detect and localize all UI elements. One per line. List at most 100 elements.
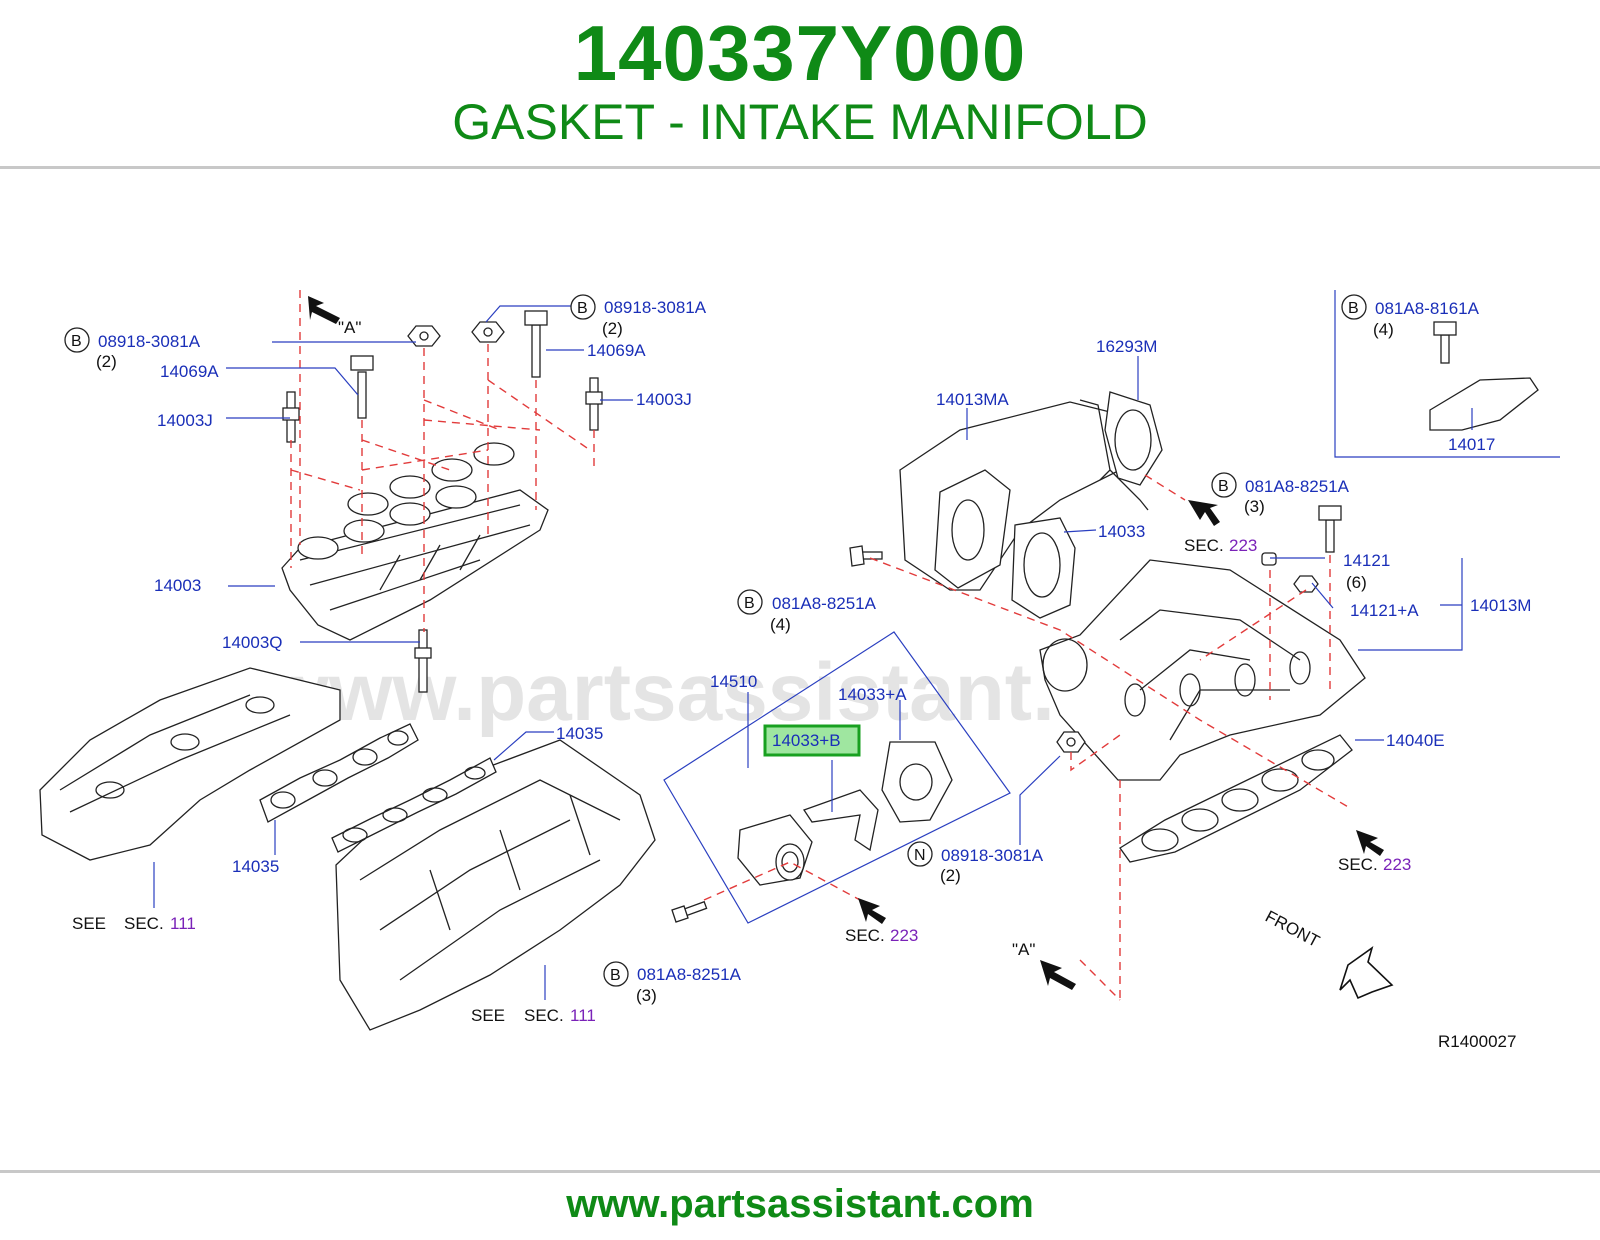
leader-lines	[153, 305, 1473, 1000]
gasket-14040E	[1119, 734, 1353, 863]
view-a-arrow-top	[308, 296, 340, 324]
throttle-body	[737, 814, 813, 886]
left-cylinder-head	[39, 667, 341, 861]
gasket-14033A	[881, 741, 953, 823]
figure-code: R1400027	[1438, 1032, 1516, 1051]
intake-collector-14013MA	[899, 399, 1149, 591]
bolt-14069A-right	[524, 310, 548, 378]
nut-08918-N	[1056, 731, 1086, 753]
gasket-16293M	[1104, 391, 1163, 486]
callout-16293M: 16293M	[1096, 337, 1157, 356]
footer-website: www.partsassistant.com	[566, 1182, 1034, 1226]
arrow-sec223-right	[1356, 830, 1384, 856]
see-sec111-left: SEE SEC. 111	[72, 914, 196, 933]
svg-text:B: B	[577, 300, 588, 317]
callout-14013M: 14013M	[1470, 596, 1531, 615]
arrow-sec223-middle	[858, 898, 886, 924]
callout-14033B-highlight: 14033+B	[763, 724, 861, 757]
exhaust-gasket-right	[331, 757, 497, 853]
svg-text:SEC.: SEC.	[124, 914, 164, 933]
svg-text:N: N	[914, 847, 926, 864]
nut-08918-top	[471, 321, 505, 343]
heat-shield-14017	[1429, 321, 1539, 431]
circle-b-081A8-right: B	[1211, 472, 1237, 498]
circle-b-081A8-mid: B	[737, 589, 763, 615]
part-number: 140337Y000	[573, 9, 1027, 97]
callout-14510: 14510	[710, 672, 757, 691]
footer-divider	[0, 1170, 1600, 1173]
svg-text:223: 223	[1383, 855, 1411, 874]
svg-text:B: B	[1218, 478, 1229, 495]
svg-text:223: 223	[1229, 536, 1257, 555]
qty-081A8-8161A: (4)	[1373, 320, 1394, 339]
callout-081A8-8251A-right: 081A8-8251A	[1245, 477, 1350, 496]
svg-text:B: B	[71, 333, 82, 350]
nut-08918-left	[407, 325, 441, 347]
sec223-middle: SEC. 223	[845, 926, 918, 945]
arrow-sec223-top	[1188, 500, 1220, 526]
svg-text:B: B	[744, 595, 755, 612]
circle-b-081A8-low: B	[603, 961, 629, 987]
callout-14003J-right: 14003J	[636, 390, 692, 409]
svg-text:B: B	[610, 967, 621, 984]
callout-14121A: 14121+A	[1350, 601, 1419, 620]
bolt-081A8-low	[671, 900, 708, 923]
view-a-label-bottom: "A"	[1012, 940, 1035, 959]
svg-text:SEE: SEE	[72, 914, 106, 933]
bracket-box-14017	[1334, 290, 1560, 458]
qty-08918-N: (2)	[940, 866, 961, 885]
callout-081A8-8251A-low: 081A8-8251A	[637, 965, 742, 984]
svg-text:SEC.: SEC.	[1338, 855, 1378, 874]
callout-14035-top: 14035	[556, 724, 603, 743]
exhaust-gasket-left	[259, 723, 419, 823]
nut-14121A	[1293, 575, 1319, 593]
installation-lines-middle	[703, 861, 861, 901]
part-name: GASKET - INTAKE MANIFOLD	[452, 94, 1148, 150]
callout-14013MA: 14013MA	[936, 390, 1009, 409]
svg-text:223: 223	[890, 926, 918, 945]
cap-14121	[1261, 552, 1277, 566]
callout-14121: 14121	[1343, 551, 1390, 570]
circle-n-08918: N	[907, 841, 933, 867]
front-label: FRONT	[1262, 907, 1323, 951]
callout-14069A-left: 14069A	[160, 362, 219, 381]
installation-lines-left	[290, 290, 595, 632]
svg-text:111: 111	[170, 914, 196, 933]
sec223-right: SEC. 223	[1338, 855, 1411, 874]
front-arrow-icon	[1339, 946, 1394, 1000]
view-a-arrow-bottom	[1040, 960, 1076, 990]
svg-text:111: 111	[570, 1006, 596, 1025]
intake-manifold-14013M	[1039, 559, 1366, 781]
callout-14033-right: 14033	[1098, 522, 1145, 541]
callout-14040E: 14040E	[1386, 731, 1445, 750]
stud-14003J-right	[585, 377, 603, 431]
box-14510	[663, 631, 1011, 924]
callout-14017: 14017	[1448, 435, 1495, 454]
sec223-top: SEC. 223	[1184, 536, 1257, 555]
svg-text:SEC.: SEC.	[1184, 536, 1224, 555]
circle-b-08918-left: B	[64, 327, 90, 353]
view-a-label-top: "A"	[338, 318, 361, 337]
upper-intake-collector	[281, 442, 549, 641]
callout-14003Q: 14003Q	[222, 633, 283, 652]
bolt-14069A-left	[350, 355, 374, 419]
see-sec111-right: SEE SEC. 111	[471, 1006, 596, 1025]
header: 140337Y000 GASKET - INTAKE MANIFOLD	[0, 0, 1600, 168]
qty-08918-left: (2)	[96, 352, 117, 371]
qty-081A8-right: (3)	[1244, 497, 1265, 516]
bolt-081A8-right	[1318, 505, 1342, 553]
qty-08918-top: (2)	[602, 319, 623, 338]
gasket-14033B	[802, 789, 879, 852]
callout-08918-3081A-N: 08918-3081A	[941, 846, 1044, 865]
qty-081A8-low: (3)	[636, 986, 657, 1005]
stud-14003J-left	[282, 391, 300, 443]
callout-081A8-8161A: 081A8-8161A	[1375, 299, 1480, 318]
right-cylinder-head	[335, 739, 656, 1031]
gasket-14033-right	[1011, 517, 1076, 619]
qty-14121: (6)	[1346, 573, 1367, 592]
qty-081A8-mid: (4)	[770, 615, 791, 634]
exploded-parts-diagram: www.partsassistant.com	[39, 290, 1560, 1051]
callout-14035-bottom: 14035	[232, 857, 279, 876]
callout-08918-3081A-left: 08918-3081A	[98, 332, 201, 351]
stud-14003Q	[414, 629, 432, 693]
